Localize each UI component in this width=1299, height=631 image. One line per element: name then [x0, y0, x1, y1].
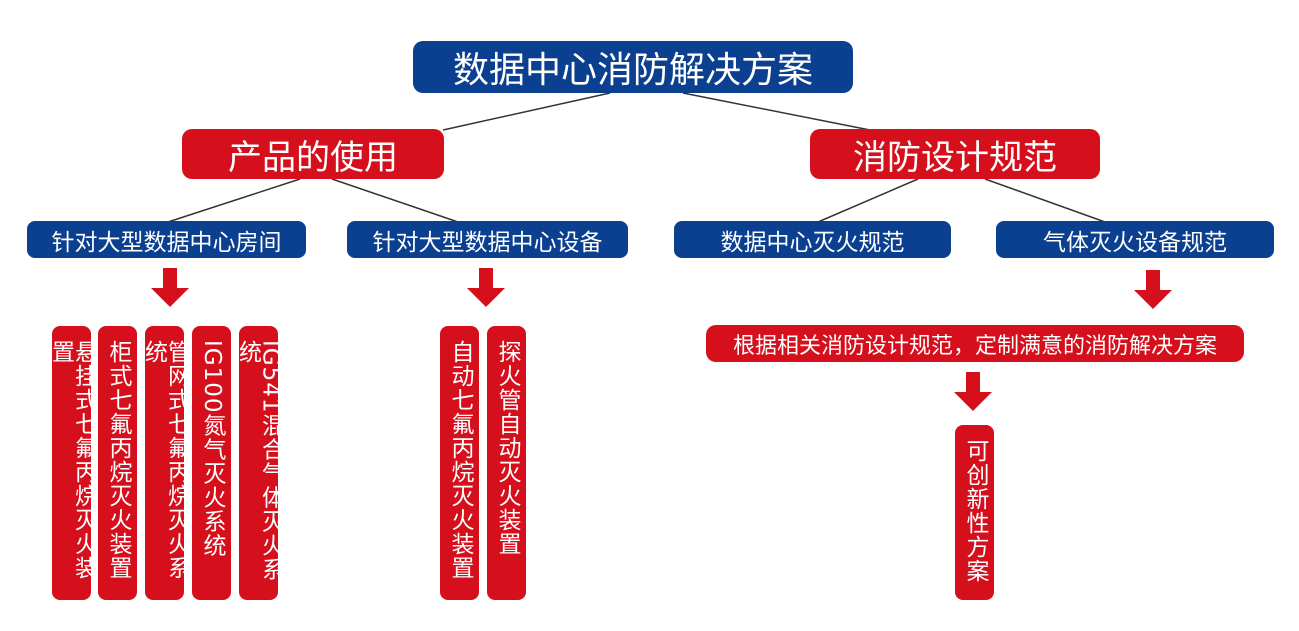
- product-item: 探火管自动灭火装置: [487, 326, 526, 600]
- branch-fire-design-spec: 消防设计规范: [810, 129, 1100, 179]
- diagram-title: 数据中心消防解决方案: [413, 41, 853, 93]
- product-label: 悬挂式七氟丙烷灭火装置: [47, 340, 97, 580]
- arrow-down-icon: [1134, 270, 1172, 309]
- sub-gas-equipment-spec: 气体灭火设备规范: [996, 221, 1274, 258]
- arrow-down-icon: [151, 268, 189, 307]
- connector-line: [984, 178, 1106, 223]
- connector-line: [817, 178, 919, 223]
- product-label: 自动七氟丙烷灭火装置: [447, 340, 473, 580]
- custom-solution: 根据相关消防设计规范，定制满意的消防解决方案: [706, 325, 1244, 362]
- connector-line: [167, 178, 301, 223]
- product-label: IG541混合气体灭火系统: [234, 340, 284, 582]
- product-item: 柜式七氟丙烷灭火装置: [98, 326, 137, 600]
- innovative-label: 可创新性方案: [962, 439, 988, 583]
- product-label: 管网式七氟丙烷灭火系统: [140, 340, 190, 580]
- product-label: IG100氮气灭火系统: [199, 340, 225, 558]
- sub-datacenter-spec: 数据中心灭火规范: [674, 221, 951, 258]
- sub-room: 针对大型数据中心房间: [27, 221, 306, 258]
- product-item: IG100氮气灭火系统: [192, 326, 231, 600]
- product-item: 管网式七氟丙烷灭火系统: [141, 326, 190, 600]
- connector-line: [682, 92, 871, 131]
- connector-line: [331, 178, 459, 223]
- product-item: 自动七氟丙烷灭火装置: [440, 326, 479, 600]
- product-item: IG541混合气体灭火系统: [235, 326, 284, 600]
- arrow-down-icon: [954, 372, 992, 411]
- product-label: 柜式七氟丙烷灭火装置: [105, 340, 131, 580]
- connector-line: [442, 92, 611, 131]
- innovative-solution: 可创新性方案: [955, 425, 994, 600]
- product-item: 悬挂式七氟丙烷灭火装置: [48, 326, 97, 600]
- sub-device: 针对大型数据中心设备: [347, 221, 628, 258]
- product-label: 探火管自动灭火装置: [494, 340, 520, 556]
- branch-product-usage: 产品的使用: [182, 129, 444, 179]
- arrow-down-icon: [467, 268, 505, 307]
